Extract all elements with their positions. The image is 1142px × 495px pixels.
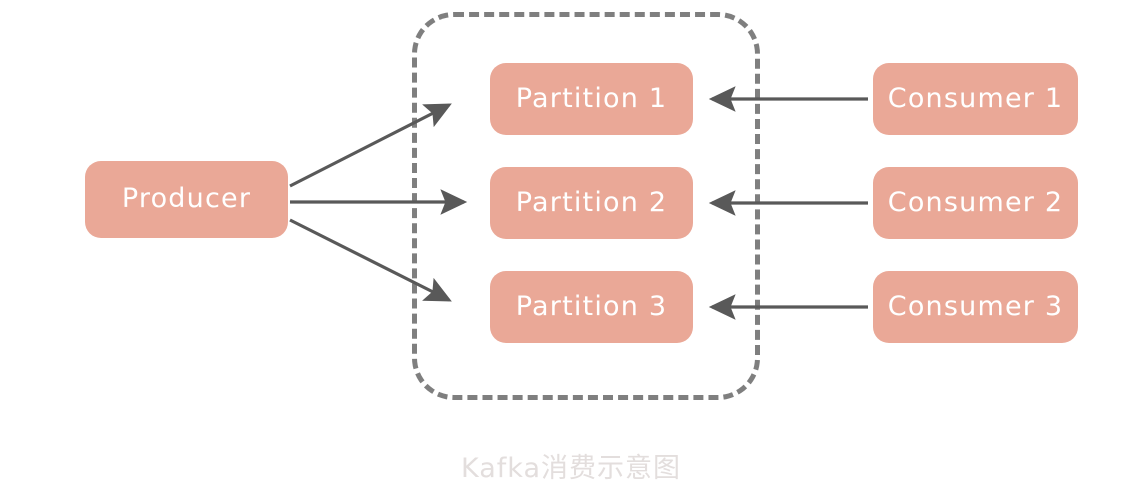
node-partition-1-label: Partition 1 — [515, 82, 668, 114]
node-consumer-1[interactable]: Consumer 1 — [873, 63, 1078, 135]
node-consumer-1-label: Consumer 1 — [887, 82, 1064, 114]
node-consumer-2-label: Consumer 2 — [887, 186, 1064, 218]
node-partition-2[interactable]: Partition 2 — [490, 167, 693, 239]
node-partition-2-label: Partition 2 — [515, 186, 668, 218]
node-consumer-2[interactable]: Consumer 2 — [873, 167, 1078, 239]
kafka-cluster-boundary — [412, 12, 760, 400]
diagram-caption: Kafka消费示意图 — [461, 453, 681, 484]
node-partition-3-label: Partition 3 — [515, 290, 668, 322]
node-producer[interactable]: Producer — [85, 161, 288, 238]
node-producer-label: Producer — [121, 183, 252, 214]
node-consumer-3-label: Consumer 3 — [887, 290, 1064, 322]
node-partition-1[interactable]: Partition 1 — [490, 63, 693, 135]
node-consumer-3[interactable]: Consumer 3 — [873, 271, 1078, 343]
node-partition-3[interactable]: Partition 3 — [490, 271, 693, 343]
